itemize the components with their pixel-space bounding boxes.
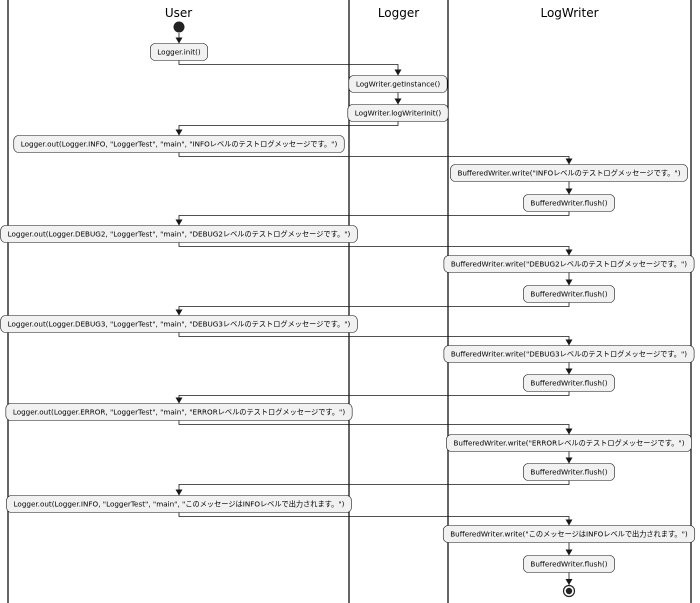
activity-node: Logger.out(Logger.DEBUG3, "LoggerTest", … [0, 315, 358, 333]
activity-label: BufferedWriter.write("DEBUG3レベルのテストログメッセ… [451, 350, 687, 359]
arrowhead [565, 279, 573, 286]
swimlane-title-logger: Logger [378, 6, 419, 20]
activity-label: BufferedWriter.flush() [530, 199, 607, 208]
arrowhead [175, 397, 183, 404]
activity-node: Logger.out(Logger.INFO, "LoggerTest", "m… [6, 495, 352, 513]
activity-box [347, 104, 449, 122]
flow-line [178, 391, 570, 404]
activity-node: BufferedWriter.write("INFOレベルのテストログメッセージ… [450, 164, 688, 182]
arrowhead [175, 219, 183, 226]
flow-line [178, 60, 399, 76]
activity-label: BufferedWriter.write("DEBUG2レベルのテストログメッセ… [451, 260, 687, 269]
arrowhead [565, 249, 573, 256]
activity-node: Logger.out(Logger.INFO, "LoggerTest", "m… [13, 135, 345, 153]
activity-label: BufferedWriter.flush() [530, 379, 607, 388]
activity-node: BufferedWriter.write("DEBUG2レベルのテストログメッセ… [443, 255, 695, 273]
activity-box [523, 463, 615, 481]
flow-line [178, 420, 570, 435]
swimlane-title-logwriter: LogWriter [540, 6, 598, 20]
start-node [173, 21, 185, 33]
activities: Logger.init() LogWriter.getInstance() LogW… [0, 43, 696, 573]
activity-node: BufferedWriter.write("ERRORレベルのテストログメッセー… [446, 434, 692, 452]
arrowhead [565, 188, 573, 195]
arrowhead [565, 339, 573, 346]
activity-box [450, 164, 688, 182]
activity-label: BufferedWriter.write("ERRORレベルのテストログメッセー… [454, 439, 685, 448]
activity-node: Logger.out(Logger.DEBUG2, "LoggerTest", … [0, 225, 358, 243]
arrowhead [565, 549, 573, 556]
arrowhead [565, 579, 573, 585]
activity-label: BufferedWriter.write("INFOレベルのテストログメッセージ… [457, 169, 680, 178]
activity-box [523, 285, 615, 303]
arrowhead [394, 69, 402, 76]
activity-box [150, 43, 208, 61]
activity-label: Logger.init() [157, 48, 201, 57]
flow-line [178, 332, 570, 346]
start-end-nodes [173, 21, 576, 598]
flow-line [178, 152, 570, 165]
swimlane-title-user: User [165, 6, 192, 20]
flow-line [178, 302, 570, 316]
activity-node: BufferedWriter.write("このメッセージはINFOレベルで出力… [442, 525, 696, 543]
activity-box [6, 495, 352, 513]
swimlane-titles: User Logger LogWriter [165, 6, 599, 20]
arrowhead [175, 129, 183, 136]
flow-line [178, 480, 570, 496]
activity-node: BufferedWriter.flush() [523, 463, 615, 481]
activity-node: BufferedWriter.flush() [523, 285, 615, 303]
activity-box [442, 525, 696, 543]
activity-node: BufferedWriter.flush() [523, 194, 615, 212]
activity-label: Logger.out(Logger.ERROR, "LoggerTest", "… [13, 408, 345, 417]
activity-label: LogWriter.logWriterInit() [355, 109, 442, 118]
control-flows [175, 33, 573, 585]
end-node-core [565, 587, 573, 595]
activity-label: Logger.out(Logger.INFO, "LoggerTest", "m… [14, 500, 345, 509]
arrowhead [175, 37, 183, 44]
activity-box [348, 75, 448, 93]
arrowhead [565, 368, 573, 375]
activity-node: BufferedWriter.flush() [523, 374, 615, 392]
activity-label: BufferedWriter.write("このメッセージはINFOレベルで出力… [450, 530, 688, 539]
arrowhead [175, 309, 183, 316]
activity-node: Logger.init() [150, 43, 208, 61]
activity-label: LogWriter.getInstance() [356, 80, 441, 89]
arrowhead [394, 98, 402, 105]
arrowhead [565, 158, 573, 165]
activity-node: BufferedWriter.write("DEBUG3レベルのテストログメッセ… [443, 345, 695, 363]
activity-node: BufferedWriter.flush() [523, 555, 615, 573]
activity-node: LogWriter.getInstance() [348, 75, 448, 93]
arrowhead [565, 519, 573, 526]
arrowhead [565, 428, 573, 435]
flow-line [178, 121, 399, 136]
activity-box [523, 555, 615, 573]
activity-box [443, 345, 695, 363]
flow-line [178, 211, 570, 226]
activity-label: Logger.out(Logger.DEBUG2, "LoggerTest", … [8, 230, 351, 239]
activity-node: Logger.out(Logger.ERROR, "LoggerTest", "… [5, 403, 353, 421]
activity-label: Logger.out(Logger.INFO, "LoggerTest", "m… [21, 140, 338, 149]
arrowhead [175, 489, 183, 496]
activity-box [5, 403, 353, 421]
activity-label: BufferedWriter.flush() [530, 468, 607, 477]
activity-box [523, 374, 615, 392]
activity-box [0, 225, 358, 243]
activity-box [0, 315, 358, 333]
flow-line [178, 242, 570, 256]
activity-box [523, 194, 615, 212]
arrowhead [565, 457, 573, 464]
activity-box [13, 135, 345, 153]
activity-label: BufferedWriter.flush() [530, 560, 607, 569]
activity-box [446, 434, 692, 452]
activity-box [443, 255, 695, 273]
flow-line [178, 512, 570, 526]
activity-label: Logger.out(Logger.DEBUG3, "LoggerTest", … [8, 320, 351, 329]
activity-node: LogWriter.logWriterInit() [347, 104, 449, 122]
activity-label: BufferedWriter.flush() [530, 290, 607, 299]
